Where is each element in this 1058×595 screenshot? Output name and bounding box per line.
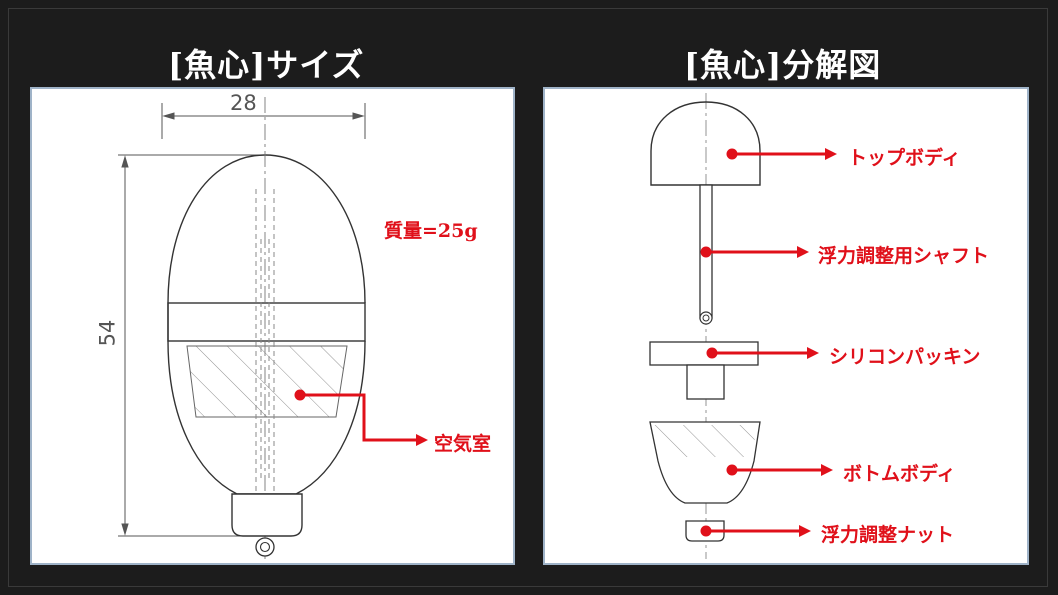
mass-label: 質量=25g — [384, 220, 478, 242]
bottom-body-hatch — [653, 425, 757, 457]
outer-frame — [8, 8, 1048, 587]
air-chamber-dot — [294, 389, 306, 401]
exploded-panel-title: [魚心]分解図 — [684, 46, 882, 84]
label-adjust-nut: 浮力調整ナット — [821, 524, 955, 546]
internal-shaft — [255, 189, 275, 529]
air-chamber-pointer — [300, 393, 417, 442]
part-pointers — [700, 148, 837, 537]
top-body-part — [650, 101, 761, 186]
float-body-outline — [167, 154, 366, 495]
air-chamber-label: 空気室 — [434, 433, 492, 455]
float-exploded-drawing — [649, 93, 837, 559]
label-shaft: 浮力調整用シャフト — [818, 245, 990, 267]
float-size-drawing — [118, 97, 428, 559]
label-silicone-packing: シリコンパッキン — [829, 346, 981, 368]
pointer-nut — [700, 525, 811, 537]
silicone-packing-part — [649, 341, 759, 400]
label-top-body: トップボディ — [848, 147, 961, 169]
air-chamber-arrowhead — [416, 434, 428, 446]
size-panel: 28 54 質量=25g 空気室 — [30, 87, 515, 565]
height-dimension-value: 54 — [95, 319, 120, 347]
eye-ring — [255, 537, 275, 557]
pointer-packing — [706, 347, 819, 359]
pointer-bottom-body — [726, 464, 833, 476]
pointer-shaft — [700, 246, 809, 258]
bottom-nut — [231, 493, 303, 537]
air-chamber-hatch — [186, 345, 348, 418]
width-dimension — [161, 103, 366, 139]
exploded-panel: トップボディ 浮力調整用シャフト シリコンパッキン ボトムボディ 浮力調整ナット — [543, 87, 1029, 565]
size-panel-title: [魚心]サイズ — [168, 46, 365, 84]
label-bottom-body: ボトムボディ — [843, 463, 956, 485]
width-dimension-value: 28 — [230, 91, 257, 115]
pointer-top-body — [726, 148, 837, 160]
eye-ring-inner — [259, 541, 271, 553]
